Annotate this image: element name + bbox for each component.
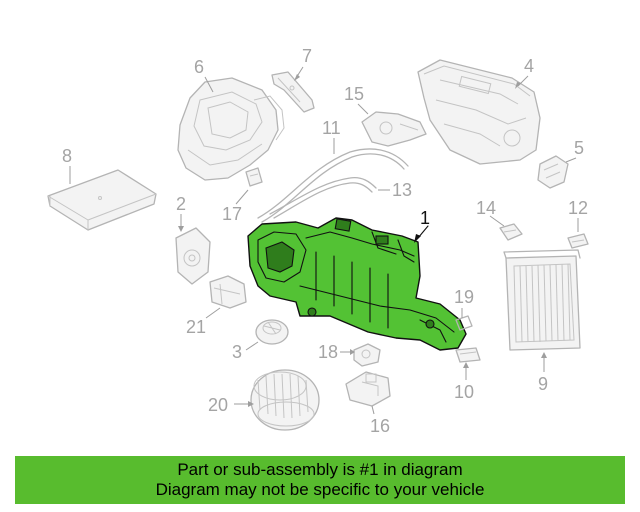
part-16-module — [345, 371, 391, 407]
callout-4: 4 — [524, 56, 534, 76]
part-14-clip — [499, 223, 523, 241]
part-1-hvac-assembly — [247, 217, 467, 351]
part-11-tube — [257, 148, 409, 223]
callout-18: 18 — [318, 342, 338, 362]
callout-6: 6 — [194, 57, 204, 77]
part-20-blower-motor — [250, 369, 320, 431]
parts-diagram: 6 7 4 15 11 13 — [47, 46, 589, 436]
banner-line-2: Diagram may not be specific to your vehi… — [155, 480, 485, 499]
callout-16: 16 — [370, 416, 390, 436]
part-7-bracket — [271, 71, 315, 113]
part-notice-banner: Part or sub-assembly is #1 in diagram Di… — [15, 456, 625, 504]
callout-17: 17 — [222, 204, 242, 224]
callout-20: 20 — [208, 395, 228, 415]
part-4-heater-case — [417, 59, 541, 165]
callout-15: 15 — [344, 84, 364, 104]
callout-14: 14 — [476, 198, 496, 218]
part-18-actuator — [353, 343, 381, 367]
part-2-resistor — [175, 227, 211, 285]
callout-13: 13 — [392, 180, 412, 200]
part-19-fitting — [455, 315, 473, 331]
part-3-blower-wheel — [255, 319, 289, 345]
callout-11: 11 — [322, 118, 341, 138]
part-9-heater-core — [503, 249, 581, 351]
part-15-actuator — [361, 111, 427, 147]
part-5-actuator — [537, 155, 569, 189]
part-6-blower-case — [177, 77, 285, 181]
callout-10: 10 — [454, 382, 474, 402]
callout-2: 2 — [176, 194, 186, 214]
part-12-clip — [567, 233, 589, 249]
part-10-sensor — [455, 347, 481, 363]
banner-line-1: Part or sub-assembly is #1 in diagram — [177, 460, 463, 479]
callout-3: 3 — [232, 342, 242, 362]
callout-19: 19 — [454, 287, 474, 307]
part-8-air-filter — [47, 169, 157, 231]
callout-1: 1 — [420, 208, 430, 228]
part-17-clip — [245, 167, 263, 187]
callout-9: 9 — [538, 374, 548, 394]
callout-21: 21 — [186, 317, 206, 337]
callout-8: 8 — [62, 146, 72, 166]
part-13-tube — [269, 176, 377, 219]
callout-5: 5 — [574, 138, 584, 158]
part-21-bracket — [209, 275, 247, 309]
callout-12: 12 — [568, 198, 588, 218]
callout-7: 7 — [302, 46, 312, 66]
